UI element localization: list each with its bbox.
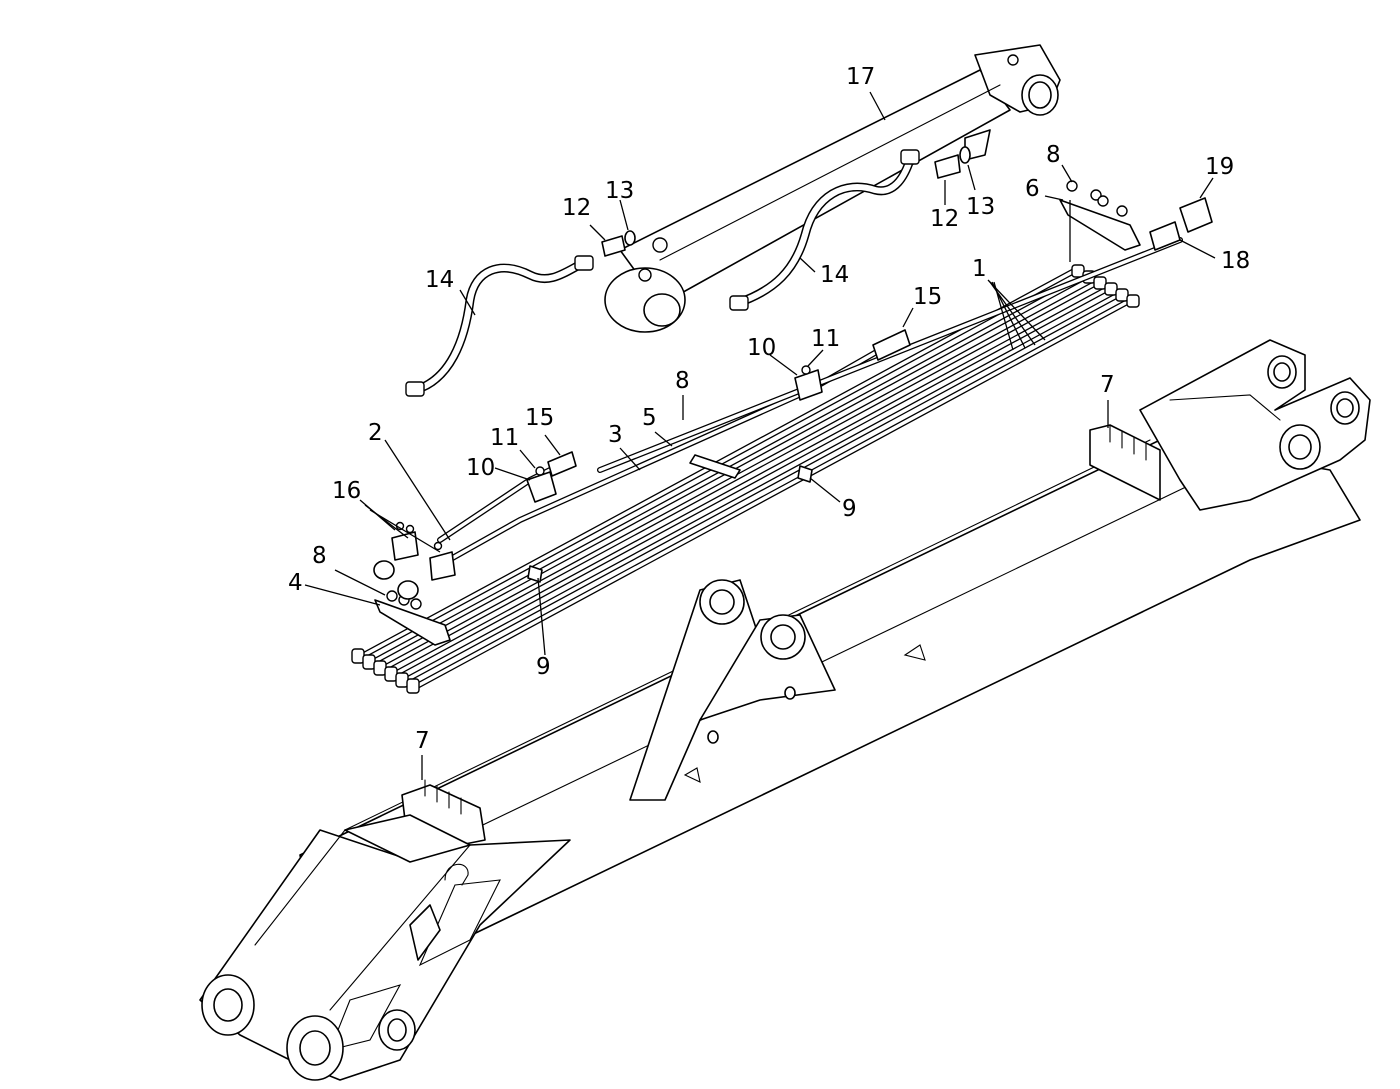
boom-assembly (199, 339, 1371, 1081)
callout-9-upper: 9 (842, 496, 857, 522)
pipe-clip-9-upper (797, 465, 813, 483)
fitting-18 (1149, 221, 1181, 251)
pipe-end-fittings-right (1071, 264, 1140, 308)
bracket-6 (1059, 199, 1141, 251)
bundle-pipe-inner (404, 292, 1122, 682)
pipe-lines-2-3 (373, 197, 1213, 600)
leader-lines (304, 91, 1216, 780)
callout-4: 4 (288, 570, 303, 596)
callout-3: 3 (608, 422, 623, 448)
callout-7-tip: 7 (1100, 372, 1115, 398)
clamp-16-a (391, 531, 419, 561)
callout-9-lower: 9 (536, 654, 551, 680)
callout-10-upper: 10 (747, 335, 776, 361)
callout-13-left: 13 (605, 178, 634, 204)
callout-13-right: 13 (966, 194, 995, 220)
seal-13-left (624, 230, 636, 246)
pipe-clamp-5 (689, 454, 741, 479)
pipe-end-fittings-left (351, 648, 420, 694)
callout-19: 19 (1205, 154, 1234, 180)
fitting-19 (1179, 197, 1213, 233)
callout-1: 1 (972, 256, 987, 282)
callout-14-right: 14 (820, 262, 849, 288)
callout-10-lower: 10 (466, 455, 495, 481)
clamp-10-upper (794, 369, 823, 401)
callout-15-lower: 15 (525, 405, 554, 431)
callout-15-upper: 15 (913, 284, 942, 310)
bundle-pipe-inner (415, 298, 1133, 688)
bundle-pipe-inner (393, 286, 1111, 676)
callout-14-left: 14 (425, 267, 454, 293)
hose-14-left (405, 255, 594, 397)
callout-labels: 1 2 3 4 5 6 7 7 8 8 8 9 9 10 10 11 11 12… (288, 64, 1250, 754)
mounting-bracket (409, 904, 441, 961)
boom-tip (1139, 339, 1371, 511)
callout-8-center: 8 (675, 368, 690, 394)
callout-8-right: 8 (1046, 142, 1061, 168)
callout-8-left: 8 (312, 543, 327, 569)
callout-16: 16 (332, 478, 361, 504)
callout-12-right: 12 (930, 206, 959, 232)
callout-7-foot: 7 (415, 728, 430, 754)
callout-6: 6 (1025, 176, 1040, 202)
callout-5: 5 (642, 405, 657, 431)
hydraulic-cylinder-17 (604, 44, 1061, 333)
fitting-12-left (601, 235, 626, 257)
callout-2: 2 (368, 420, 383, 446)
fitting-15-upper (872, 329, 911, 361)
hose-14-right (729, 149, 920, 311)
callout-11-lower: 11 (490, 425, 519, 451)
hydraulic-pipe-bundle (351, 180, 1141, 694)
callout-12-left: 12 (562, 195, 591, 221)
callout-11-upper: 11 (811, 326, 840, 352)
fitting-15-lower (547, 451, 577, 477)
fitting-12-right (934, 154, 961, 179)
bracket-4 (374, 599, 451, 646)
bundle-pipe-inner (382, 280, 1100, 670)
seal-13-right (959, 146, 971, 164)
clamp-16-b (429, 551, 456, 581)
callout-18: 18 (1221, 248, 1250, 274)
callout-17: 17 (846, 64, 875, 90)
